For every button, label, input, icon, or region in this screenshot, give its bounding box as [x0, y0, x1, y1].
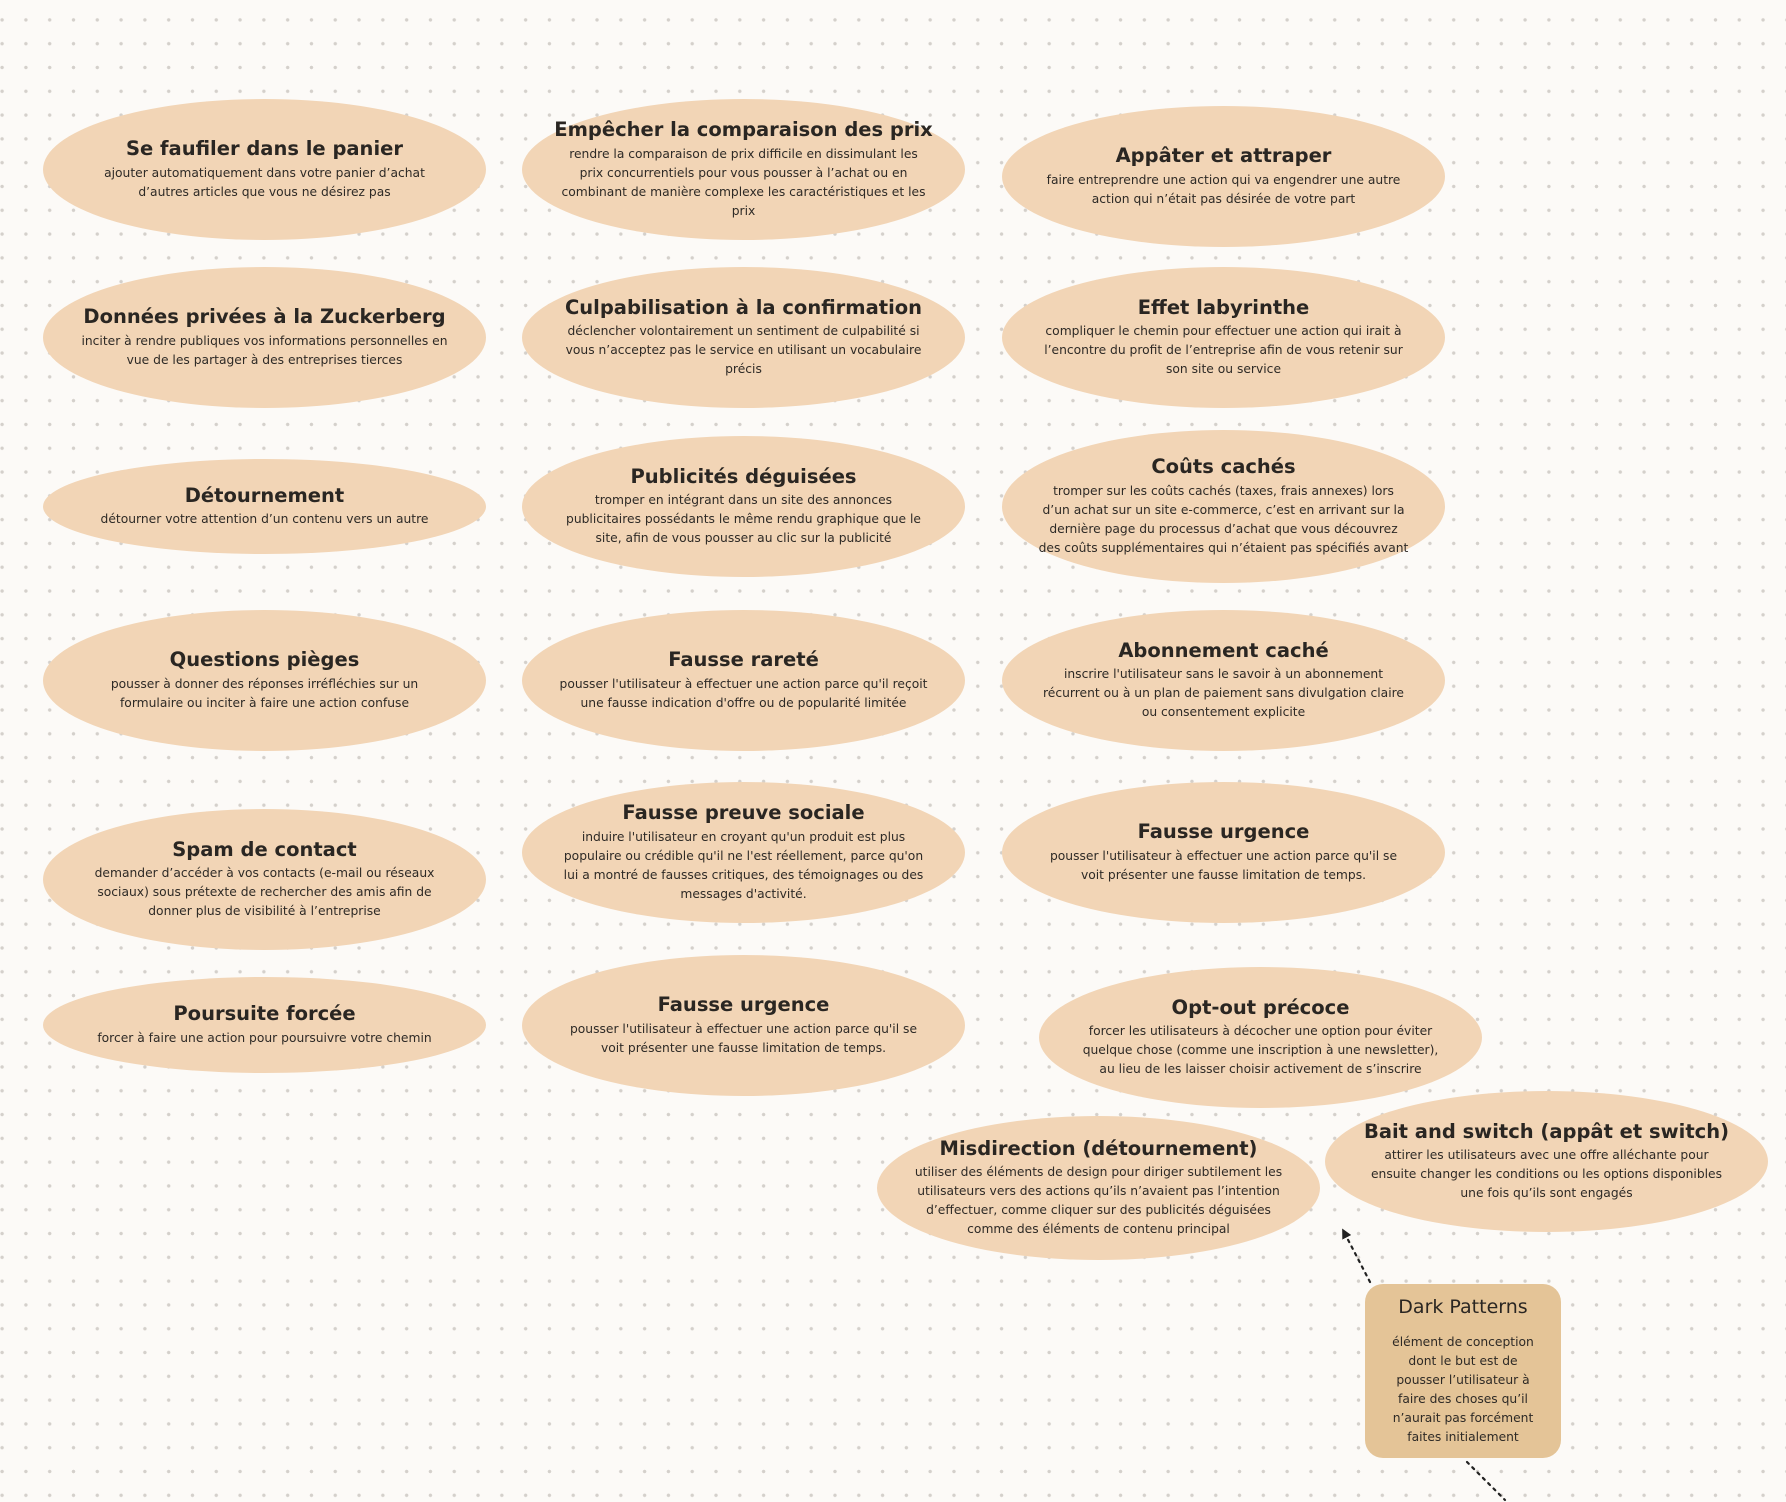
- pattern-node-disguised-ads[interactable]: Publicités déguisées tromper en intégran…: [522, 436, 965, 577]
- pattern-node-bait-and-catch[interactable]: Appâter et attraper faire entreprendre u…: [1002, 106, 1445, 247]
- pattern-node-bait-and-switch[interactable]: Bait and switch (appât et switch) attire…: [1325, 1091, 1768, 1232]
- pattern-description: induire l'utilisateur en croyant qu'un p…: [563, 829, 924, 901]
- pattern-title: Empêcher la comparaison des prix: [554, 118, 933, 142]
- pattern-description: tromper sur les coûts cachés (taxes, fra…: [1038, 483, 1409, 555]
- pattern-description: pousser l'utilisateur à effectuer une ac…: [559, 676, 928, 710]
- central-topic-card[interactable]: Dark Patterns élément de conception dont…: [1365, 1284, 1561, 1458]
- pattern-node-trick-questions[interactable]: Questions pièges pousser à donner des ré…: [43, 610, 486, 751]
- pattern-node-confirmshaming[interactable]: Culpabilisation à la confirmation déclen…: [522, 267, 965, 408]
- pattern-title: Culpabilisation à la confirmation: [564, 295, 923, 319]
- pattern-description: compliquer le chemin pour effectuer une …: [1044, 324, 1403, 377]
- pattern-description: inscrire l'utilisateur sans le savoir à …: [1043, 667, 1404, 720]
- pattern-title: Publicités déguisées: [630, 464, 857, 488]
- pattern-node-fake-social-proof[interactable]: Fausse preuve sociale induire l'utilisat…: [522, 782, 965, 923]
- central-topic-description: élément de conception dont le but est de…: [1392, 1334, 1534, 1444]
- pattern-node-price-comparison-prevention[interactable]: Empêcher la comparaison des prix rendre …: [522, 99, 965, 240]
- pattern-description: détourner votre attention d’un contenu v…: [100, 512, 429, 527]
- pattern-description: demander d’accéder à vos contacts (e-mai…: [94, 866, 435, 919]
- pattern-description: faire entreprendre une action qui va eng…: [1046, 172, 1401, 206]
- connector-line-bottom: [1465, 1460, 1507, 1502]
- pattern-node-detournement[interactable]: Détournement détourner votre attention d…: [43, 459, 486, 554]
- pattern-node-fake-urgency-1[interactable]: Fausse urgence pousser l'utilisateur à e…: [1002, 782, 1445, 923]
- pattern-description: attirer les utilisateurs avec une offre …: [1370, 1148, 1723, 1201]
- pattern-title: Se faufiler dans le panier: [126, 137, 403, 161]
- pattern-description: pousser l'utilisateur à effectuer une ac…: [1049, 848, 1398, 882]
- pattern-description: pousser à donner des réponses irréfléchi…: [110, 676, 419, 710]
- pattern-node-privacy-zuckering[interactable]: Données privées à la Zuckerberg inciter …: [43, 267, 486, 408]
- pattern-title: Détournement: [184, 483, 345, 507]
- pattern-node-fake-scarcity[interactable]: Fausse rareté pousser l'utilisateur à ef…: [522, 610, 965, 751]
- pattern-node-hidden-subscription[interactable]: Abonnement caché inscrire l'utilisateur …: [1002, 610, 1445, 751]
- pattern-description: forcer à faire une action pour poursuivr…: [97, 1030, 432, 1045]
- pattern-title: Fausse preuve sociale: [622, 801, 865, 825]
- pattern-description: pousser l'utilisateur à effectuer une ac…: [569, 1021, 918, 1055]
- pattern-description: ajouter automatiquement dans votre panie…: [104, 165, 425, 199]
- pattern-node-roach-motel[interactable]: Effet labyrinthe compliquer le chemin po…: [1002, 267, 1445, 408]
- pattern-node-contact-spam[interactable]: Spam de contact demander d’accéder à vos…: [43, 809, 486, 950]
- pattern-description: rendre la comparaison de prix difficile …: [561, 146, 926, 218]
- pattern-title: Opt-out précoce: [1171, 995, 1350, 1019]
- pattern-description: forcer les utilisateurs à décocher une o…: [1082, 1024, 1439, 1077]
- pattern-title: Coûts cachés: [1151, 455, 1296, 479]
- pattern-title: Bait and switch (appât et switch): [1363, 1119, 1730, 1143]
- pattern-node-misdirection[interactable]: Misdirection (détournement) utiliser des…: [877, 1116, 1320, 1260]
- pattern-title: Fausse urgence: [657, 993, 830, 1017]
- central-topic-title: Dark Patterns: [1398, 1296, 1528, 1318]
- pattern-node-hidden-costs[interactable]: Coûts cachés tromper sur les coûts caché…: [1002, 430, 1445, 583]
- pattern-description: déclencher volontairement un sentiment d…: [565, 324, 922, 377]
- pattern-node-sneak-into-basket[interactable]: Se faufiler dans le panier ajouter autom…: [43, 99, 486, 240]
- pattern-title: Fausse urgence: [1137, 820, 1310, 844]
- pattern-title: Questions pièges: [169, 648, 360, 672]
- pattern-title: Abonnement caché: [1118, 638, 1329, 662]
- pattern-title: Misdirection (détournement): [939, 1136, 1258, 1160]
- pattern-title: Fausse rareté: [668, 648, 819, 672]
- connector-arrow-to-bait-and-switch: [1342, 1228, 1372, 1284]
- pattern-title: Effet labyrinthe: [1137, 295, 1310, 319]
- pattern-title: Données privées à la Zuckerberg: [83, 305, 446, 329]
- pattern-description: inciter à rendre publiques vos informati…: [81, 333, 448, 367]
- pattern-title: Poursuite forcée: [173, 1002, 356, 1026]
- pattern-description: utiliser des éléments de design pour dir…: [914, 1165, 1283, 1237]
- pattern-title: Spam de contact: [172, 837, 357, 861]
- pattern-title: Appâter et attraper: [1115, 144, 1332, 168]
- pattern-node-fake-urgency-2[interactable]: Fausse urgence pousser l'utilisateur à e…: [522, 955, 965, 1096]
- pattern-node-forced-continuity[interactable]: Poursuite forcée forcer à faire une acti…: [43, 977, 486, 1073]
- pattern-description: tromper en intégrant dans un site des an…: [566, 493, 921, 546]
- pattern-node-early-opt-out[interactable]: Opt-out précoce forcer les utilisateurs …: [1039, 967, 1482, 1108]
